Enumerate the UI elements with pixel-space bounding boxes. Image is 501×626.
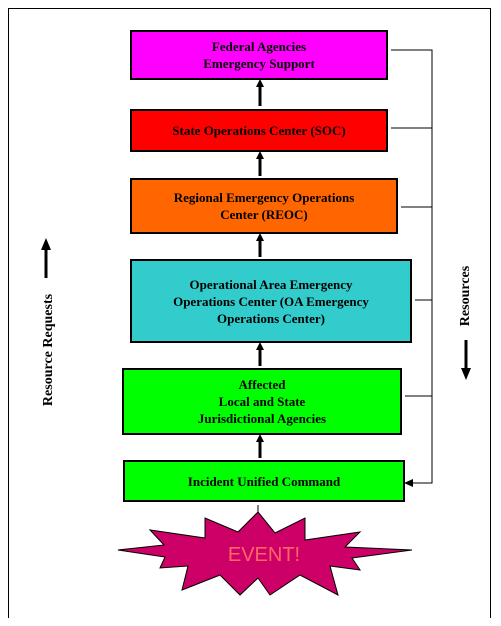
- resources-arrowhead: [461, 368, 471, 380]
- federal-agencies-box: Federal Agencies Emergency Support: [130, 30, 388, 80]
- resources-label: Resources: [458, 265, 473, 327]
- state-operations-center-label: State Operations Center (SOC): [172, 123, 346, 138]
- regional-eoc-box: Regional Emergency Operations Center (RE…: [130, 178, 398, 234]
- state-operations-center-box: State Operations Center (SOC): [130, 109, 388, 152]
- diagram-frame: [8, 8, 491, 618]
- incident-unified-command-box: Incident Unified Command: [123, 460, 405, 502]
- affected-agencies-box: Affected Local and State Jurisdictional …: [122, 368, 402, 435]
- regional-eoc-label: Regional Emergency Operations Center (RE…: [173, 190, 355, 222]
- bracket-arrowhead: [404, 479, 413, 487]
- federal-agencies-label: Federal Agencies Emergency Support: [203, 39, 315, 71]
- operational-area-eoc-label: Operational Area Emergency Operations Ce…: [173, 276, 369, 326]
- affected-agencies-label: Affected Local and State Jurisdictional …: [197, 377, 327, 426]
- event-starburst: [117, 511, 413, 596]
- incident-unified-command-label: Incident Unified Command: [187, 473, 341, 489]
- resource-requests-arrowhead: [41, 238, 51, 250]
- resource-requests-label: Resource Requests: [41, 293, 56, 407]
- resources-bracket: [391, 49, 433, 484]
- operational-area-eoc-box: Operational Area Emergency Operations Ce…: [130, 259, 412, 343]
- event-label: EVENT!: [228, 544, 300, 566]
